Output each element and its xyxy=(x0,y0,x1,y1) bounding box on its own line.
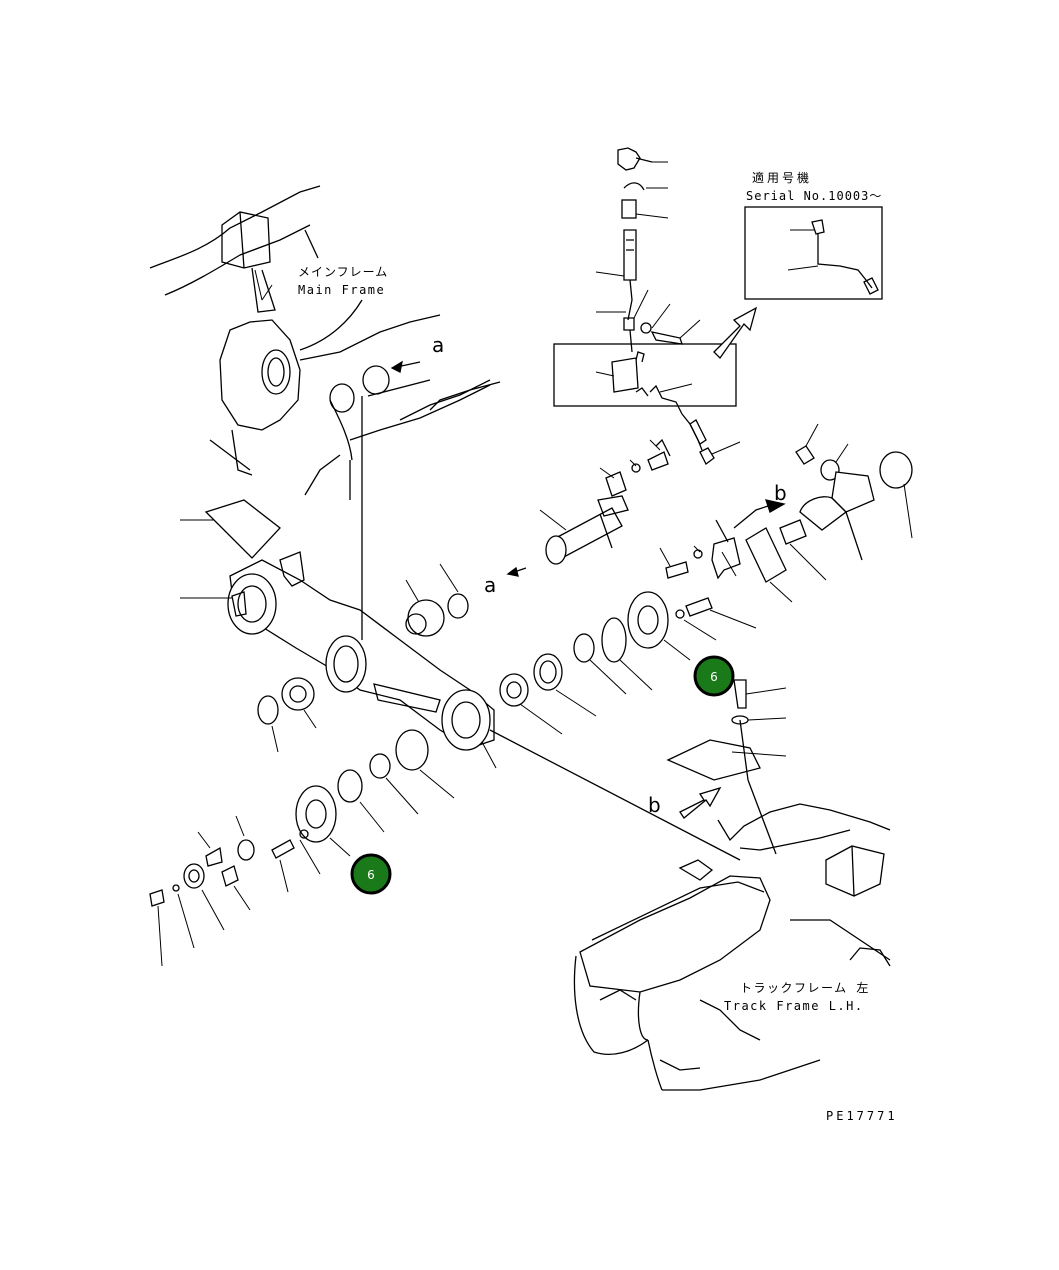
inset-detail xyxy=(595,351,693,415)
main-frame-en-label: Main Frame xyxy=(298,283,385,297)
track-frame-drawing xyxy=(573,803,891,1091)
serial-en-label: Serial No.10003～ xyxy=(746,189,882,203)
bolts-row xyxy=(659,545,757,641)
center-bearings xyxy=(405,563,691,735)
track-frame-jp-label: トラックフレーム 左 xyxy=(740,980,870,995)
callout-6-upper-number: 6 xyxy=(710,670,718,684)
lower-right-parts xyxy=(489,679,787,861)
view-ref-b-arrow xyxy=(679,786,722,819)
callout-6-upper[interactable]: 6 xyxy=(693,655,735,697)
track-frame-en-label: Track Frame L.H. xyxy=(724,999,864,1013)
drawing-number: PE17771 xyxy=(826,1109,898,1123)
pivot-shaft xyxy=(539,438,671,565)
serial-detail xyxy=(787,219,879,295)
lower-left-parts xyxy=(149,677,455,967)
serial-arrow xyxy=(713,306,758,360)
callout-6-lower[interactable]: 6 xyxy=(350,853,392,895)
inset-detail-box xyxy=(553,343,737,407)
grease-line-assembly xyxy=(595,147,701,353)
view-ref-b-bottom: b xyxy=(648,793,661,817)
view-ref-a-top: a xyxy=(432,333,444,357)
main-frame-jp-label: メインフレーム xyxy=(298,265,388,279)
callout-6-lower-number: 6 xyxy=(367,868,375,882)
main-frame-drawing xyxy=(149,185,501,500)
serial-detail-box xyxy=(744,206,883,300)
view-ref-a-mid: a xyxy=(484,573,496,597)
upper-right-parts xyxy=(711,423,913,603)
equalizer-beam xyxy=(180,396,497,769)
serial-jp-label: 適用号機 xyxy=(752,170,812,185)
view-ref-b-top: b xyxy=(774,481,787,505)
